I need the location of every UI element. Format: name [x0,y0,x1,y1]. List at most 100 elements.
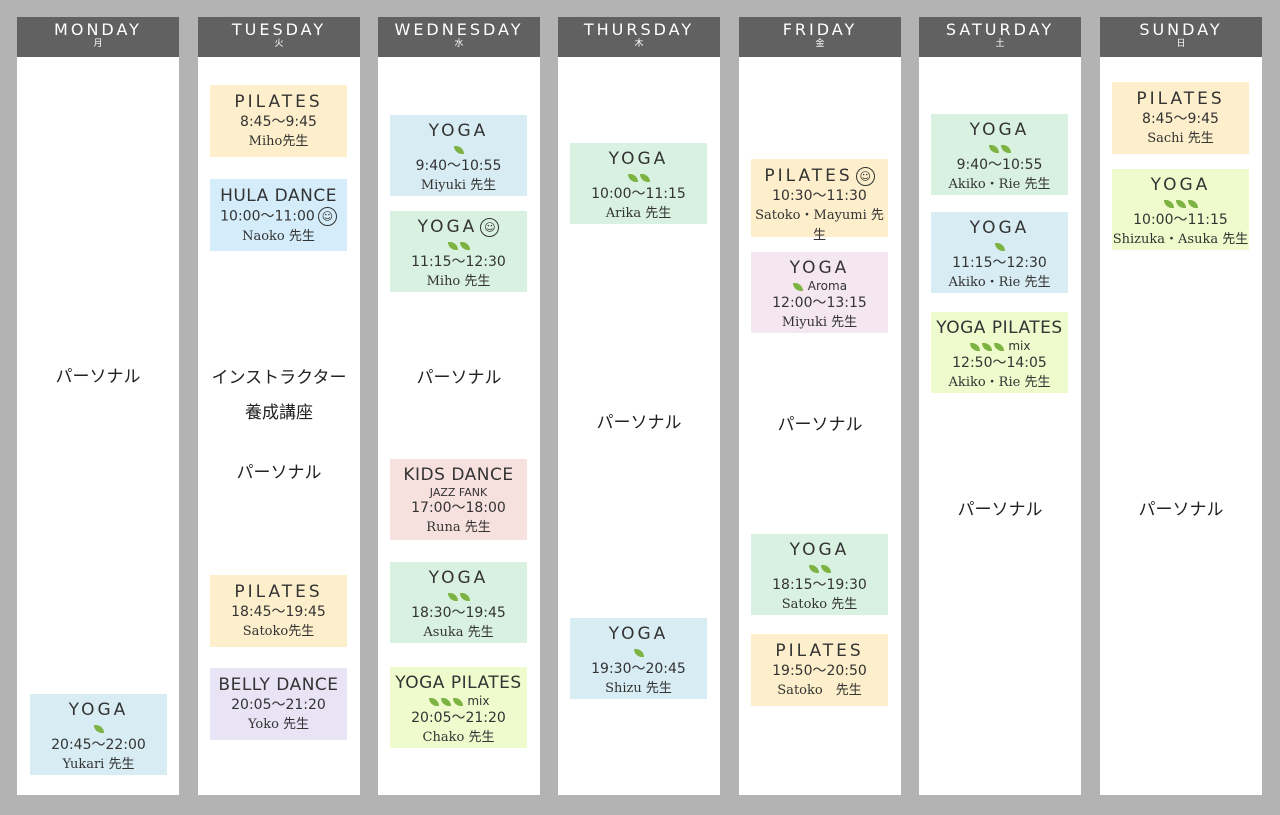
class-title-text: YOGA [608,624,669,644]
class-time: 19:30〜20:45 [570,660,707,679]
day-name-jp: 土 [995,39,1005,49]
class-teacher: Satoko先生 [242,624,315,639]
day-name: SATURDAY [945,20,1055,39]
class-title: YOGA [570,149,707,170]
class-teacher: Yukari 先生 [62,757,135,772]
class-time-text: 12:50〜14:05 [952,355,1047,371]
level-indicator: Aroma [751,279,888,294]
class-time: 10:00〜11:15 [570,185,707,204]
day-name-jp: 月 [93,39,103,49]
class-time-text: 20:05〜21:20 [231,697,326,713]
class-title-text: KIDS DANCE [403,465,514,485]
day-name-jp: 日 [1176,39,1186,49]
schedule-note: パーソナル [596,413,682,433]
class-time: 18:45〜19:45 [210,603,347,622]
class-time-text: 10:00〜11:15 [1133,212,1228,228]
class-title: BELLY DANCE [210,675,347,696]
level-indicator [390,589,527,604]
class-title: YOGA [751,258,888,279]
leaf-icon [459,592,470,601]
class-time: 9:40〜10:55 [390,157,527,176]
schedule-note: 養成講座 [245,403,313,423]
class-time-text: 8:45〜9:45 [240,114,317,130]
class-title-text: YOGA [417,217,478,237]
class-teacher: Shizuka・Asuka 先生 [1112,232,1249,247]
level-indicator [751,561,888,576]
day-name: WEDNESDAY [394,20,524,39]
class-time: 8:45〜9:45 [1112,110,1249,129]
leaf-icon [440,697,451,706]
class-teacher: Yoko 先生 [247,717,310,732]
class-time: 18:30〜19:45 [390,604,527,623]
class-title-text: YOGA [789,540,850,560]
day-name: FRIDAY [782,20,858,39]
class-title: HULA DANCE [210,186,347,207]
class-time-text: 19:30〜20:45 [591,661,686,677]
leaf-icon [452,697,463,706]
leaf-icon [820,564,831,573]
class-time: 10:30〜11:30 [751,187,888,206]
class-teacher: Miyuki 先生 [781,315,858,330]
class-time: 10:00〜11:15 [1112,211,1249,230]
day-name: SUNDAY [1139,20,1223,39]
class-time-text: 11:15〜12:30 [952,255,1047,271]
class-teacher: Sachi 先生 [1147,131,1214,146]
class-time-text: 18:15〜19:30 [772,577,867,593]
class-title: KIDS DANCE [390,465,527,486]
day-name-jp: 木 [634,39,644,49]
class-title: YOGA PILATES [390,673,527,694]
leaf-icon [808,564,819,573]
class-time-text: 18:45〜19:45 [231,604,326,620]
class-title-text: YOGA [969,120,1030,140]
class-teacher: Chako 先生 [422,730,495,745]
class-title-text: BELLY DANCE [218,675,339,695]
class-time-text: 20:05〜21:20 [411,710,506,726]
class-time: 20:45〜22:00 [30,736,167,755]
class-time-text: 9:40〜10:55 [956,157,1043,173]
level-indicator [570,170,707,185]
level-indicator: mix [931,339,1068,354]
class-title: PILATES [751,641,888,662]
level-indicator [390,142,527,157]
class-title-text: YOGA PILATES [395,673,522,693]
class-time-text: 12:00〜13:15 [772,295,867,311]
class-time: 20:05〜21:20 [210,696,347,715]
class-time-text: 19:50〜20:50 [772,663,867,679]
level-indicator: mix [390,694,527,709]
level-label: Aroma [807,279,848,293]
class-title: YOGA [931,120,1068,141]
class-title-text: YOGA [428,121,489,141]
schedule-note: パーソナル [416,368,502,388]
class-time: 10:00〜11:00☺ [210,207,347,227]
class-teacher: Akiko・Rie 先生 [948,375,1051,390]
class-teacher: Satoko・Mayumi 先生 [755,208,884,243]
